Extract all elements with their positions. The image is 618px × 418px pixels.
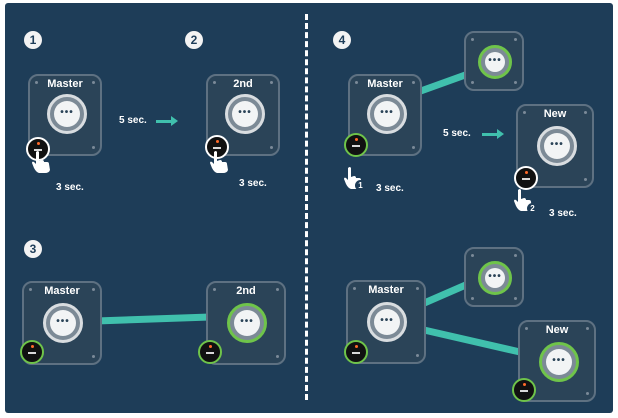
- dial-active: •••: [227, 303, 267, 343]
- device-title: Master: [367, 78, 403, 90]
- wait-duration-label: 5 sec.: [443, 128, 471, 139]
- dial-active: •••: [539, 342, 579, 382]
- device-title: Master: [368, 284, 404, 296]
- hold-duration-label: 3 sec.: [376, 183, 404, 194]
- link-master-new-device-bottom: [423, 326, 521, 356]
- wait-duration-label: 5 sec.: [119, 115, 147, 126]
- master-device-result: Master •••: [346, 280, 426, 364]
- sub-step-2-badge: 2: [527, 203, 538, 214]
- link-master-second: [95, 313, 211, 325]
- arrow-icon: [156, 116, 178, 126]
- paired-device-result: •••: [464, 247, 524, 307]
- second-device-step3: 2nd •••: [206, 281, 286, 365]
- pairing-button-active[interactable]: [198, 340, 222, 364]
- sub-step-1-badge: 1: [355, 180, 366, 191]
- link-master-top-device-bottom: [420, 280, 470, 308]
- device-title: Master: [44, 285, 80, 297]
- pointing-hand-icon: [32, 151, 50, 173]
- paired-device-step4: •••: [464, 31, 524, 91]
- master-device-step1: Master •••: [28, 74, 102, 156]
- dial: •••: [367, 302, 407, 342]
- hold-duration-label: 3 sec.: [239, 178, 267, 189]
- step-3-badge: 3: [24, 240, 42, 258]
- device-title: Master: [47, 78, 83, 90]
- hold-duration-label: 3 sec.: [56, 182, 84, 193]
- hold-duration-label: 3 sec.: [549, 208, 577, 219]
- device-title: 2nd: [236, 285, 256, 297]
- dial: •••: [43, 303, 83, 343]
- dial-active: •••: [478, 45, 512, 79]
- pairing-button-active[interactable]: [20, 340, 44, 364]
- dial: •••: [367, 94, 407, 134]
- dial-active: •••: [478, 261, 512, 295]
- dial: •••: [47, 94, 87, 134]
- device-title: New: [543, 108, 567, 120]
- dashed-divider: [305, 14, 308, 400]
- pairing-button-active[interactable]: [512, 378, 536, 402]
- dial: •••: [225, 94, 265, 134]
- step-2-badge: 2: [185, 31, 203, 49]
- dial: •••: [537, 126, 577, 166]
- pairing-button[interactable]: [514, 166, 538, 190]
- pairing-button-active[interactable]: [344, 133, 368, 157]
- device-title: 2nd: [233, 78, 253, 90]
- new-device-step4: New •••: [516, 104, 594, 188]
- arrow-icon: [482, 129, 504, 139]
- step-1-badge: 1: [24, 31, 42, 49]
- pairing-button-active[interactable]: [344, 340, 368, 364]
- link-master-top-device-step4: [416, 70, 470, 96]
- step-4-badge: 4: [333, 31, 351, 49]
- pointing-hand-icon: [210, 151, 228, 173]
- device-title: New: [545, 324, 569, 336]
- second-device-step2: 2nd •••: [206, 74, 280, 156]
- new-device-result: New •••: [518, 320, 596, 402]
